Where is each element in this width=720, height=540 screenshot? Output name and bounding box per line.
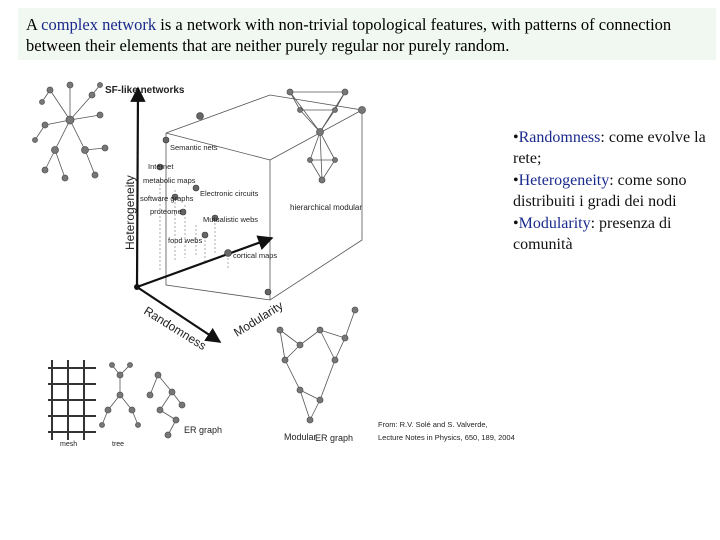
bullet-list: •Randomness: come evolve la rete; •Heter… [513, 128, 713, 257]
bullet-mark: • [513, 172, 519, 189]
bullet-term-heterogeneity: Heterogeneity [518, 172, 610, 189]
modular-network-graphic [276, 306, 359, 424]
axes [130, 86, 274, 343]
network-points [156, 112, 272, 296]
bullet-text-heterogeneity: : come sono distribuiti i gradi dei nodi [513, 172, 687, 210]
citation-line-2: Lecture Notes in Physics, 650, 189, 2004 [378, 433, 515, 442]
modularity-axis-label: Modularity [231, 298, 285, 339]
bullet-term-modularity: Modularity [518, 215, 591, 232]
label-electronic-circuits: Electronic circuits [200, 189, 259, 198]
mesh-graphic [48, 360, 96, 440]
label-software-graphs: software graphs [140, 194, 194, 203]
label-semantic-nets: Semantic nets [170, 143, 218, 152]
label-modular: Modular [284, 432, 317, 442]
sf-network-graphic [32, 81, 109, 182]
bullet-term-randomness: Randomness [518, 129, 601, 146]
bullet-modularity: •Modularity: presenza di comunità [513, 214, 713, 255]
network-point-labels: Semantic nets Internet metabolic maps so… [140, 143, 277, 260]
bullet-mark: • [513, 129, 519, 146]
bullet-randomness: •Randomness: come evolve la rete; [513, 128, 713, 169]
label-mutualistic-webs: Mutualistic webs [203, 215, 258, 224]
er-graph-graphic [146, 371, 186, 439]
heterogeneity-axis [130, 86, 146, 288]
randomness-axis [136, 286, 222, 343]
label-sf-like-networks: SF-like networks [105, 85, 185, 96]
modularity-axis [136, 235, 274, 289]
label-er-graph: ER graph [184, 425, 222, 435]
hierarchical-modular-graphic [286, 88, 366, 184]
complex-network-term: complex network [41, 15, 157, 34]
cube-wireframe [165, 94, 363, 301]
label-proteome: proteome [150, 207, 182, 216]
heterogeneity-axis-label: Heterogeneity [123, 175, 137, 250]
bullet-heterogeneity: •Heterogeneity: come sono distribuiti i … [513, 171, 713, 212]
label-metabolic-maps: metabolic maps [143, 176, 196, 185]
header-text-start: A [26, 15, 42, 34]
label-internet: Internet [148, 162, 174, 171]
label-tree: tree [112, 441, 124, 448]
label-hierarchical-modular: hierarchical modular [290, 203, 362, 212]
tree-graphic [99, 362, 141, 428]
label-food-webs: food webs [168, 236, 202, 245]
header-banner: A complex network is a network with non-… [18, 8, 716, 60]
label-cortical-maps: cortical maps [233, 251, 277, 260]
citation-line-1: From: R.V. Solé and S. Valverde, [378, 420, 488, 429]
label-er-graph-modular: ER graph [315, 433, 353, 443]
bullet-text-modularity: : presenza di comunità [513, 215, 672, 253]
label-mesh: mesh [60, 441, 77, 448]
bullet-mark: • [513, 215, 519, 232]
header-text-end: is a network with non-trivial topologica… [26, 15, 672, 55]
bullet-text-randomness: : come evolve la rete; [513, 129, 706, 167]
